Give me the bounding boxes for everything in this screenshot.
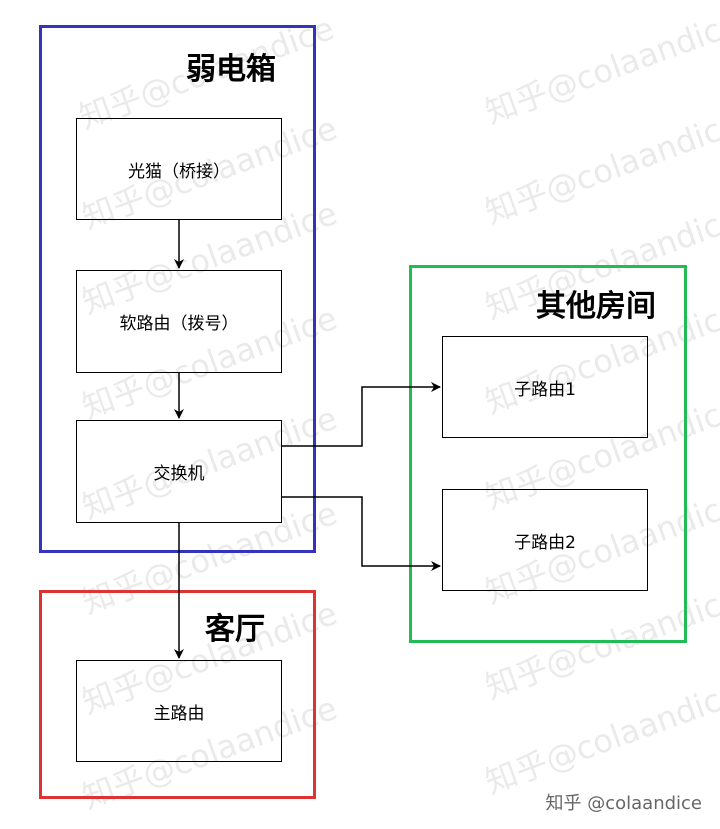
group-weak-box	[39, 25, 316, 553]
node-switch: 交换机	[76, 420, 282, 523]
node-sub-router-1: 子路由1	[442, 336, 648, 438]
node-label: 子路由2	[514, 532, 576, 553]
edge-switch-to-sub-router-1	[282, 382, 441, 447]
group-title-weak-box: 弱电箱	[186, 52, 276, 87]
group-other-rooms	[409, 265, 687, 643]
node-label: 光猫（桥接）	[128, 161, 230, 182]
node-label: 子路由1	[514, 379, 576, 400]
node-sub-router-2: 子路由2	[442, 489, 648, 591]
node-label: 主路由	[153, 703, 205, 724]
node-soft-router: 软路由（拨号）	[76, 270, 282, 373]
node-label: 交换机	[153, 464, 205, 484]
node-main-router: 主路由	[76, 660, 282, 762]
group-living-room	[39, 590, 316, 799]
group-title-living-room: 客厅	[205, 612, 265, 647]
edge-switch-to-sub-router-2	[282, 496, 441, 571]
node-label: 软路由（拨号）	[119, 314, 239, 334]
group-title-other-rooms: 其他房间	[536, 289, 656, 324]
node-optical-modem: 光猫（桥接）	[76, 118, 282, 220]
signature: 知乎 @colaandice	[545, 793, 703, 814]
